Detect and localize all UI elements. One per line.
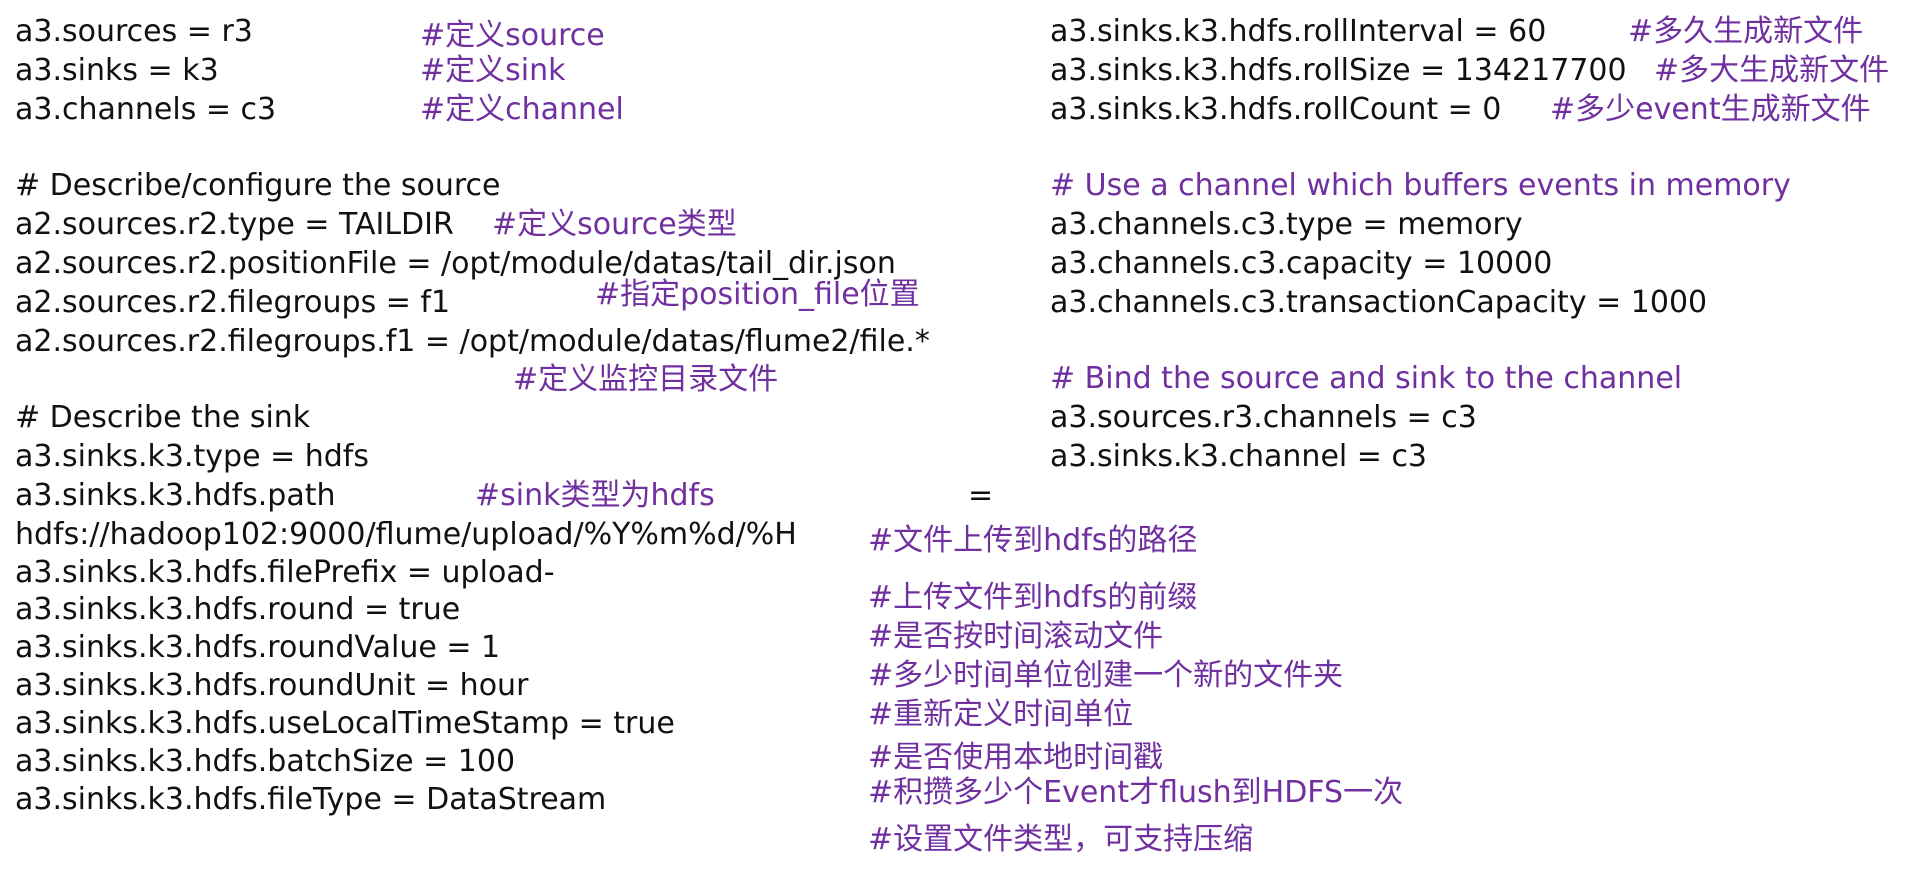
config-line: a3.sources = r3 [15,14,253,49]
section-heading: # Describe the sink [15,400,311,435]
comment: #重新定义时间单位 [868,697,1134,732]
section-heading: # Use a channel which buffers events in … [1050,168,1791,203]
section-heading: # Bind the source and sink to the channe… [1050,361,1683,396]
comment: #定义sink [420,53,566,88]
comment: #定义source类型 [492,207,737,242]
config-line: a3.sinks.k3.channel = c3 [1050,439,1428,474]
comment: #指定position_file位置 [595,277,920,312]
comment: #设置文件类型，可支持压缩 [868,822,1254,857]
config-line: = [968,478,994,513]
config-line: a3.sinks.k3.hdfs.rollSize = 134217700 [1050,53,1627,88]
config-line: a3.channels = c3 [15,92,277,127]
config-line: a3.channels.c3.capacity = 10000 [1050,246,1553,281]
comment: #多久生成新文件 [1628,14,1864,49]
config-line: a3.sinks.k3.hdfs.rollInterval = 60 [1050,14,1547,49]
comment: #积攒多少个Event才flush到HDFS一次 [868,775,1404,810]
comment: #是否按时间滚动文件 [868,619,1164,654]
config-line: a3.sinks.k3.hdfs.useLocalTimeStamp = tru… [15,706,675,741]
config-line: a3.sinks.k3.type = hdfs [15,439,369,474]
config-line: a3.sinks.k3.hdfs.path [15,478,336,513]
section-heading: # Describe/configure the source [15,168,501,203]
config-line: a3.sinks.k3.hdfs.fileType = DataStream [15,782,607,817]
config-line: a2.sources.r2.positionFile = /opt/module… [15,246,896,281]
config-line: a3.sinks.k3.hdfs.rollCount = 0 [1050,92,1502,127]
config-line: a3.sinks = k3 [15,53,219,88]
comment: #是否使用本地时间戳 [868,740,1164,775]
config-line: a3.channels.c3.type = memory [1050,207,1523,242]
config-line: a3.sources.r3.channels = c3 [1050,400,1477,435]
config-line: a3.sinks.k3.hdfs.filePrefix = upload- [15,555,555,590]
config-line: a3.sinks.k3.hdfs.roundUnit = hour [15,668,529,703]
comment: #定义source [420,18,605,53]
comment: #多少时间单位创建一个新的文件夹 [868,658,1344,693]
comment: #定义监控目录文件 [513,362,779,397]
config-line: a3.sinks.k3.hdfs.roundValue = 1 [15,630,501,665]
config-line: a2.sources.r2.filegroups = f1 [15,285,451,320]
comment: #文件上传到hdfs的路径 [868,523,1198,558]
config-line: a3.sinks.k3.hdfs.round = true [15,592,461,627]
comment: #多少event生成新文件 [1550,92,1871,127]
config-line: hdfs://hadoop102:9000/flume/upload/%Y%m%… [15,517,797,552]
comment: #定义channel [420,92,624,127]
comment: #sink类型为hdfs [475,478,715,513]
config-line: a3.sinks.k3.hdfs.batchSize = 100 [15,744,516,779]
config-line: a2.sources.r2.filegroups.f1 = /opt/modul… [15,324,930,359]
config-line: a3.channels.c3.transactionCapacity = 100… [1050,285,1708,320]
comment: #多大生成新文件 [1654,53,1890,88]
config-line: a2.sources.r2.type = TAILDIR [15,207,454,242]
comment: #上传文件到hdfs的前缀 [868,580,1198,615]
